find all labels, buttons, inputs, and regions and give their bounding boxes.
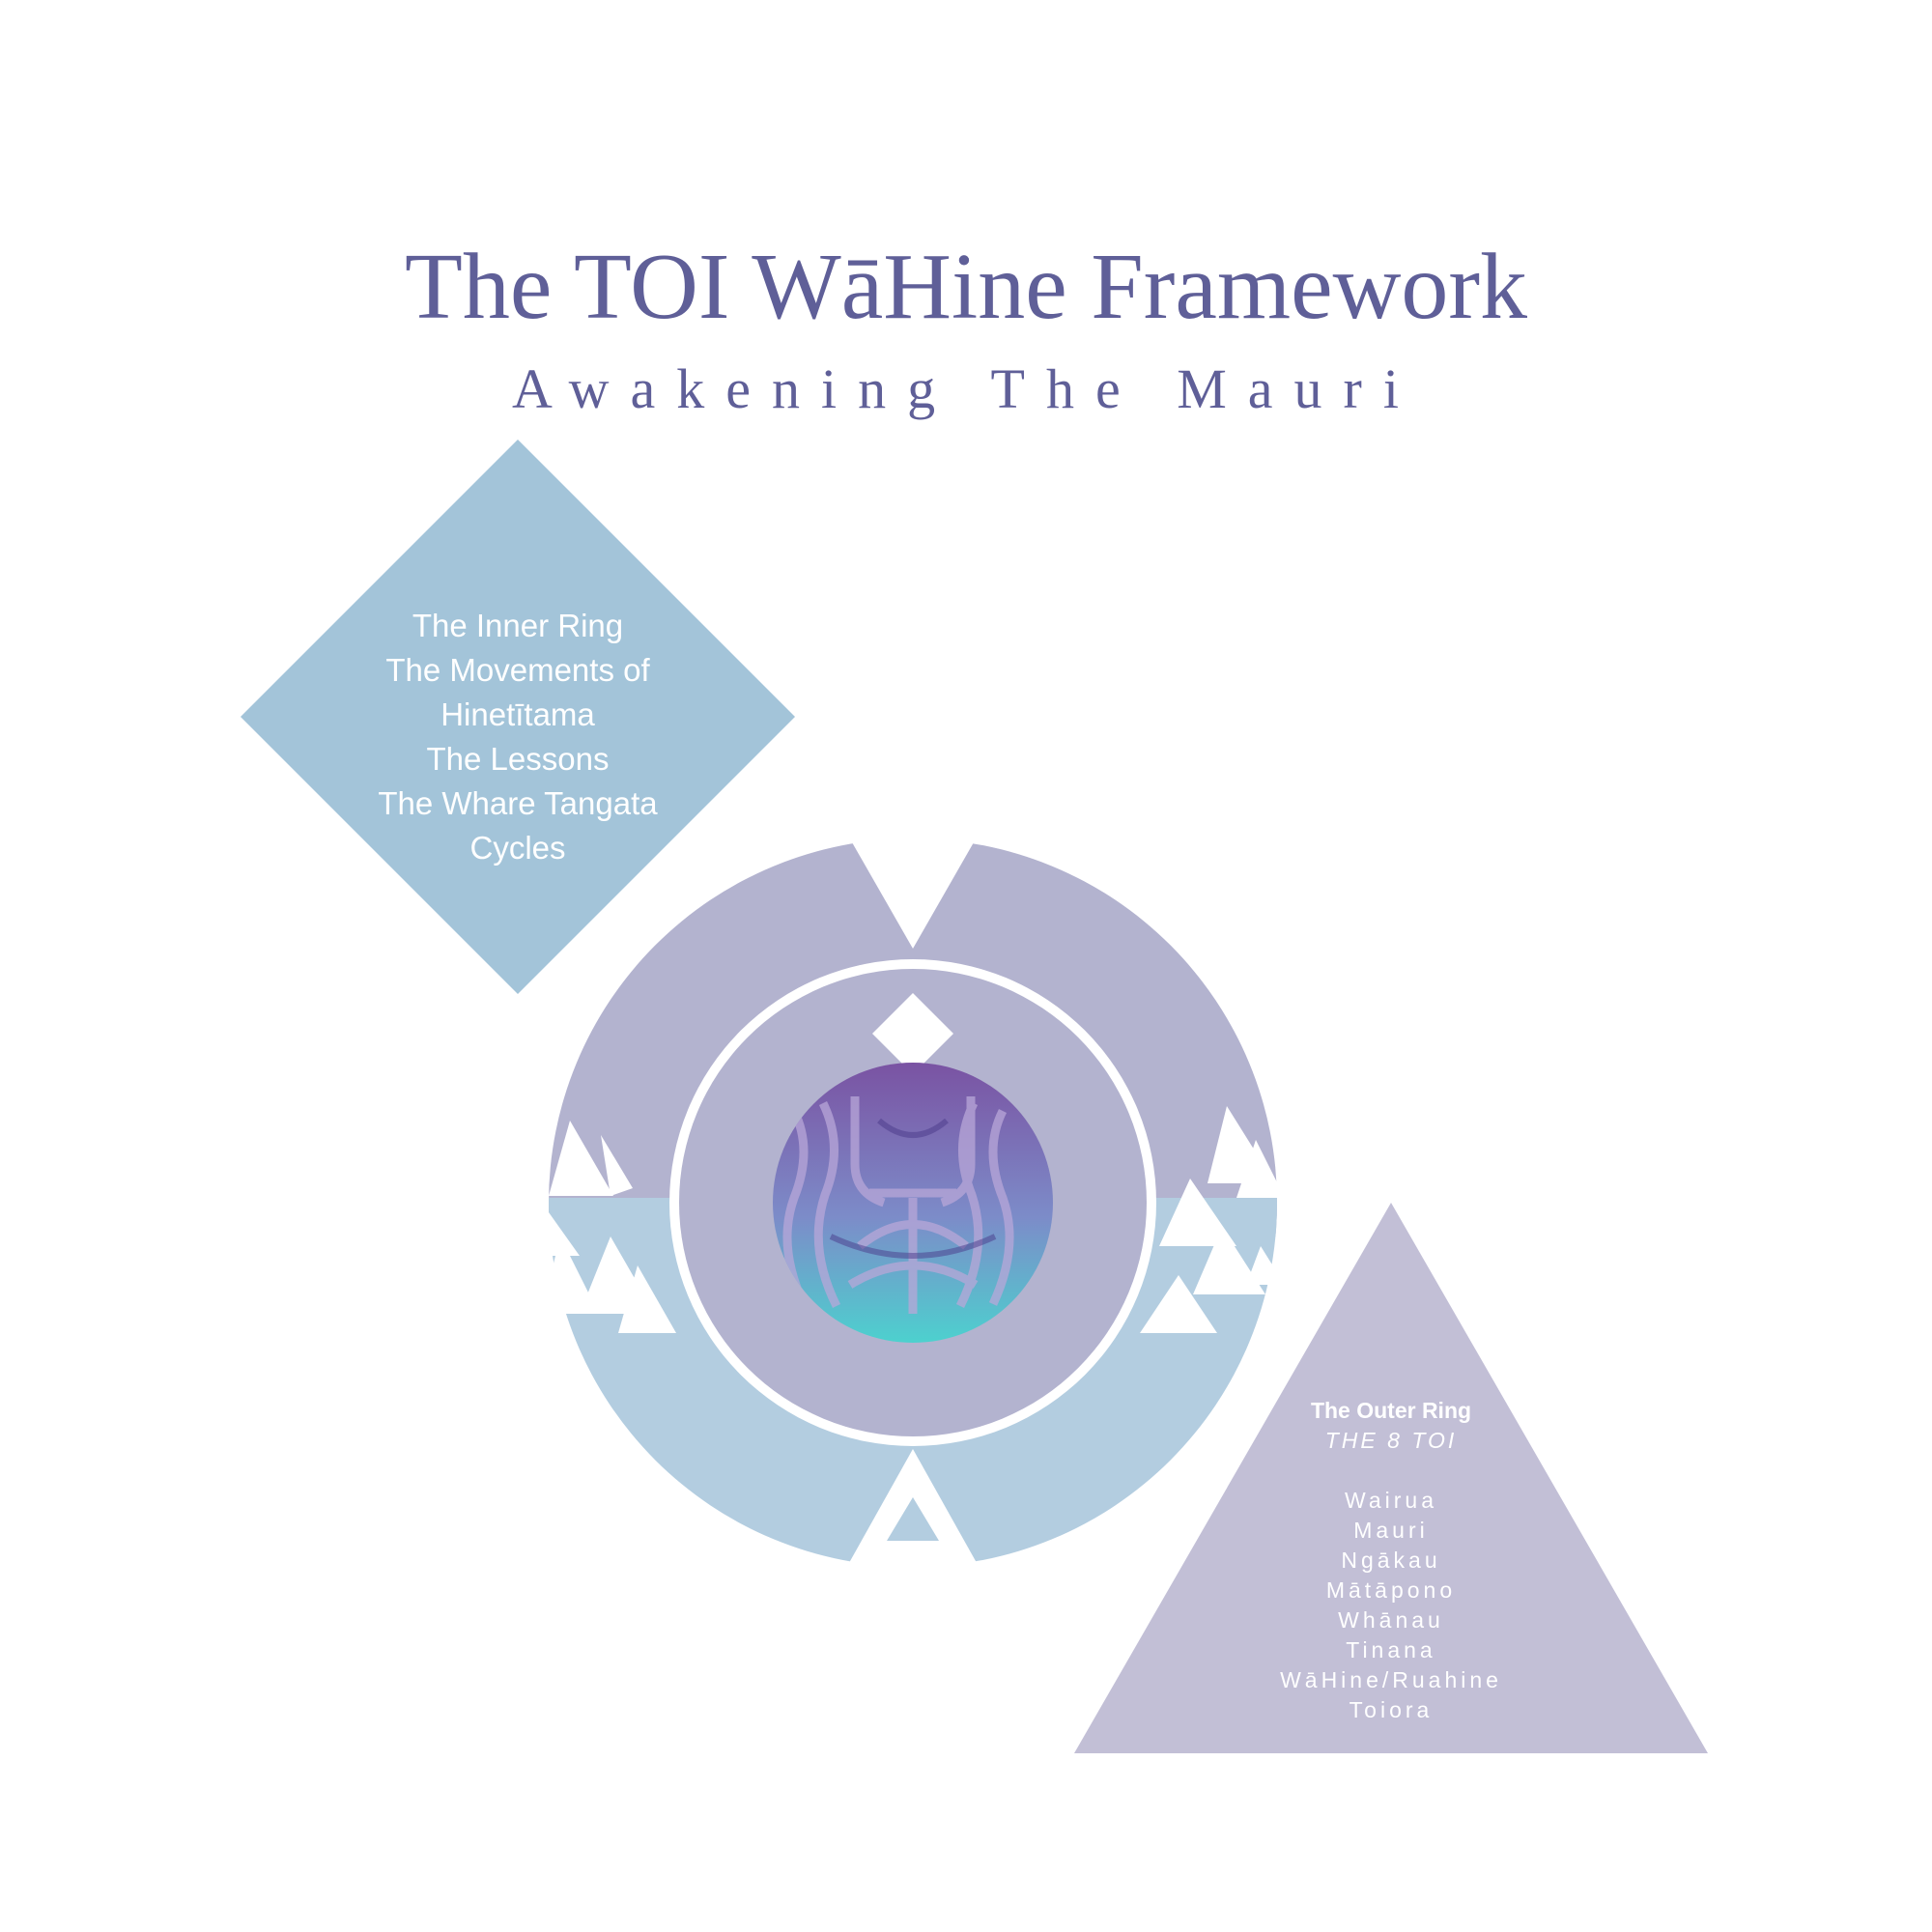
outer-ring-text: The Outer Ring THE 8 TOI Wairua Mauri Ng… — [1198, 1396, 1584, 1725]
outer-ring-item: Tinana — [1346, 1637, 1436, 1662]
outer-ring-item: Toiora — [1349, 1697, 1434, 1722]
inner-ring-line: The Lessons — [426, 741, 610, 777]
outer-ring-item: Mātāpono — [1325, 1577, 1457, 1603]
page-title: The TOI WāHine Framework — [404, 235, 1528, 339]
diamond-marker — [872, 993, 953, 1074]
outer-ring-item: WāHine/Ruahine — [1280, 1667, 1502, 1692]
inner-ring-line: The Whare Tangata — [378, 785, 658, 821]
center-core — [773, 1063, 1053, 1343]
framework-emblem — [541, 836, 1285, 1570]
inner-ring-line: Cycles — [469, 830, 566, 866]
top-notch — [848, 836, 978, 949]
right-pattern — [1140, 1106, 1285, 1333]
outer-ring-subheading: THE 8 TOI — [1324, 1428, 1458, 1453]
left-pattern — [541, 1121, 676, 1333]
inner-ring-line: The Movements of — [385, 652, 650, 688]
outer-ring-triangle: The Outer Ring THE 8 TOI Wairua Mauri Ng… — [1074, 1203, 1708, 1753]
outer-ring-item: Mauri — [1353, 1518, 1429, 1543]
page-subtitle: Awakening The Mauri — [512, 357, 1420, 420]
inner-ring-text: The Inner Ring The Movements of Hinetīta… — [325, 604, 711, 870]
inner-ring-line: Hinetītama — [440, 696, 595, 732]
inner-ring-line: The Inner Ring — [412, 608, 624, 643]
outer-ring-item: Whānau — [1338, 1607, 1444, 1633]
triangle-shape — [1074, 1203, 1708, 1753]
outer-ring-item: Ngākau — [1341, 1548, 1441, 1573]
outer-ring-item: Wairua — [1345, 1488, 1437, 1513]
outer-ring-heading: The Outer Ring — [1310, 1398, 1472, 1423]
diamond-shape — [241, 440, 795, 994]
inner-ring-diamond: The Inner Ring The Movements of Hinetīta… — [241, 440, 795, 994]
